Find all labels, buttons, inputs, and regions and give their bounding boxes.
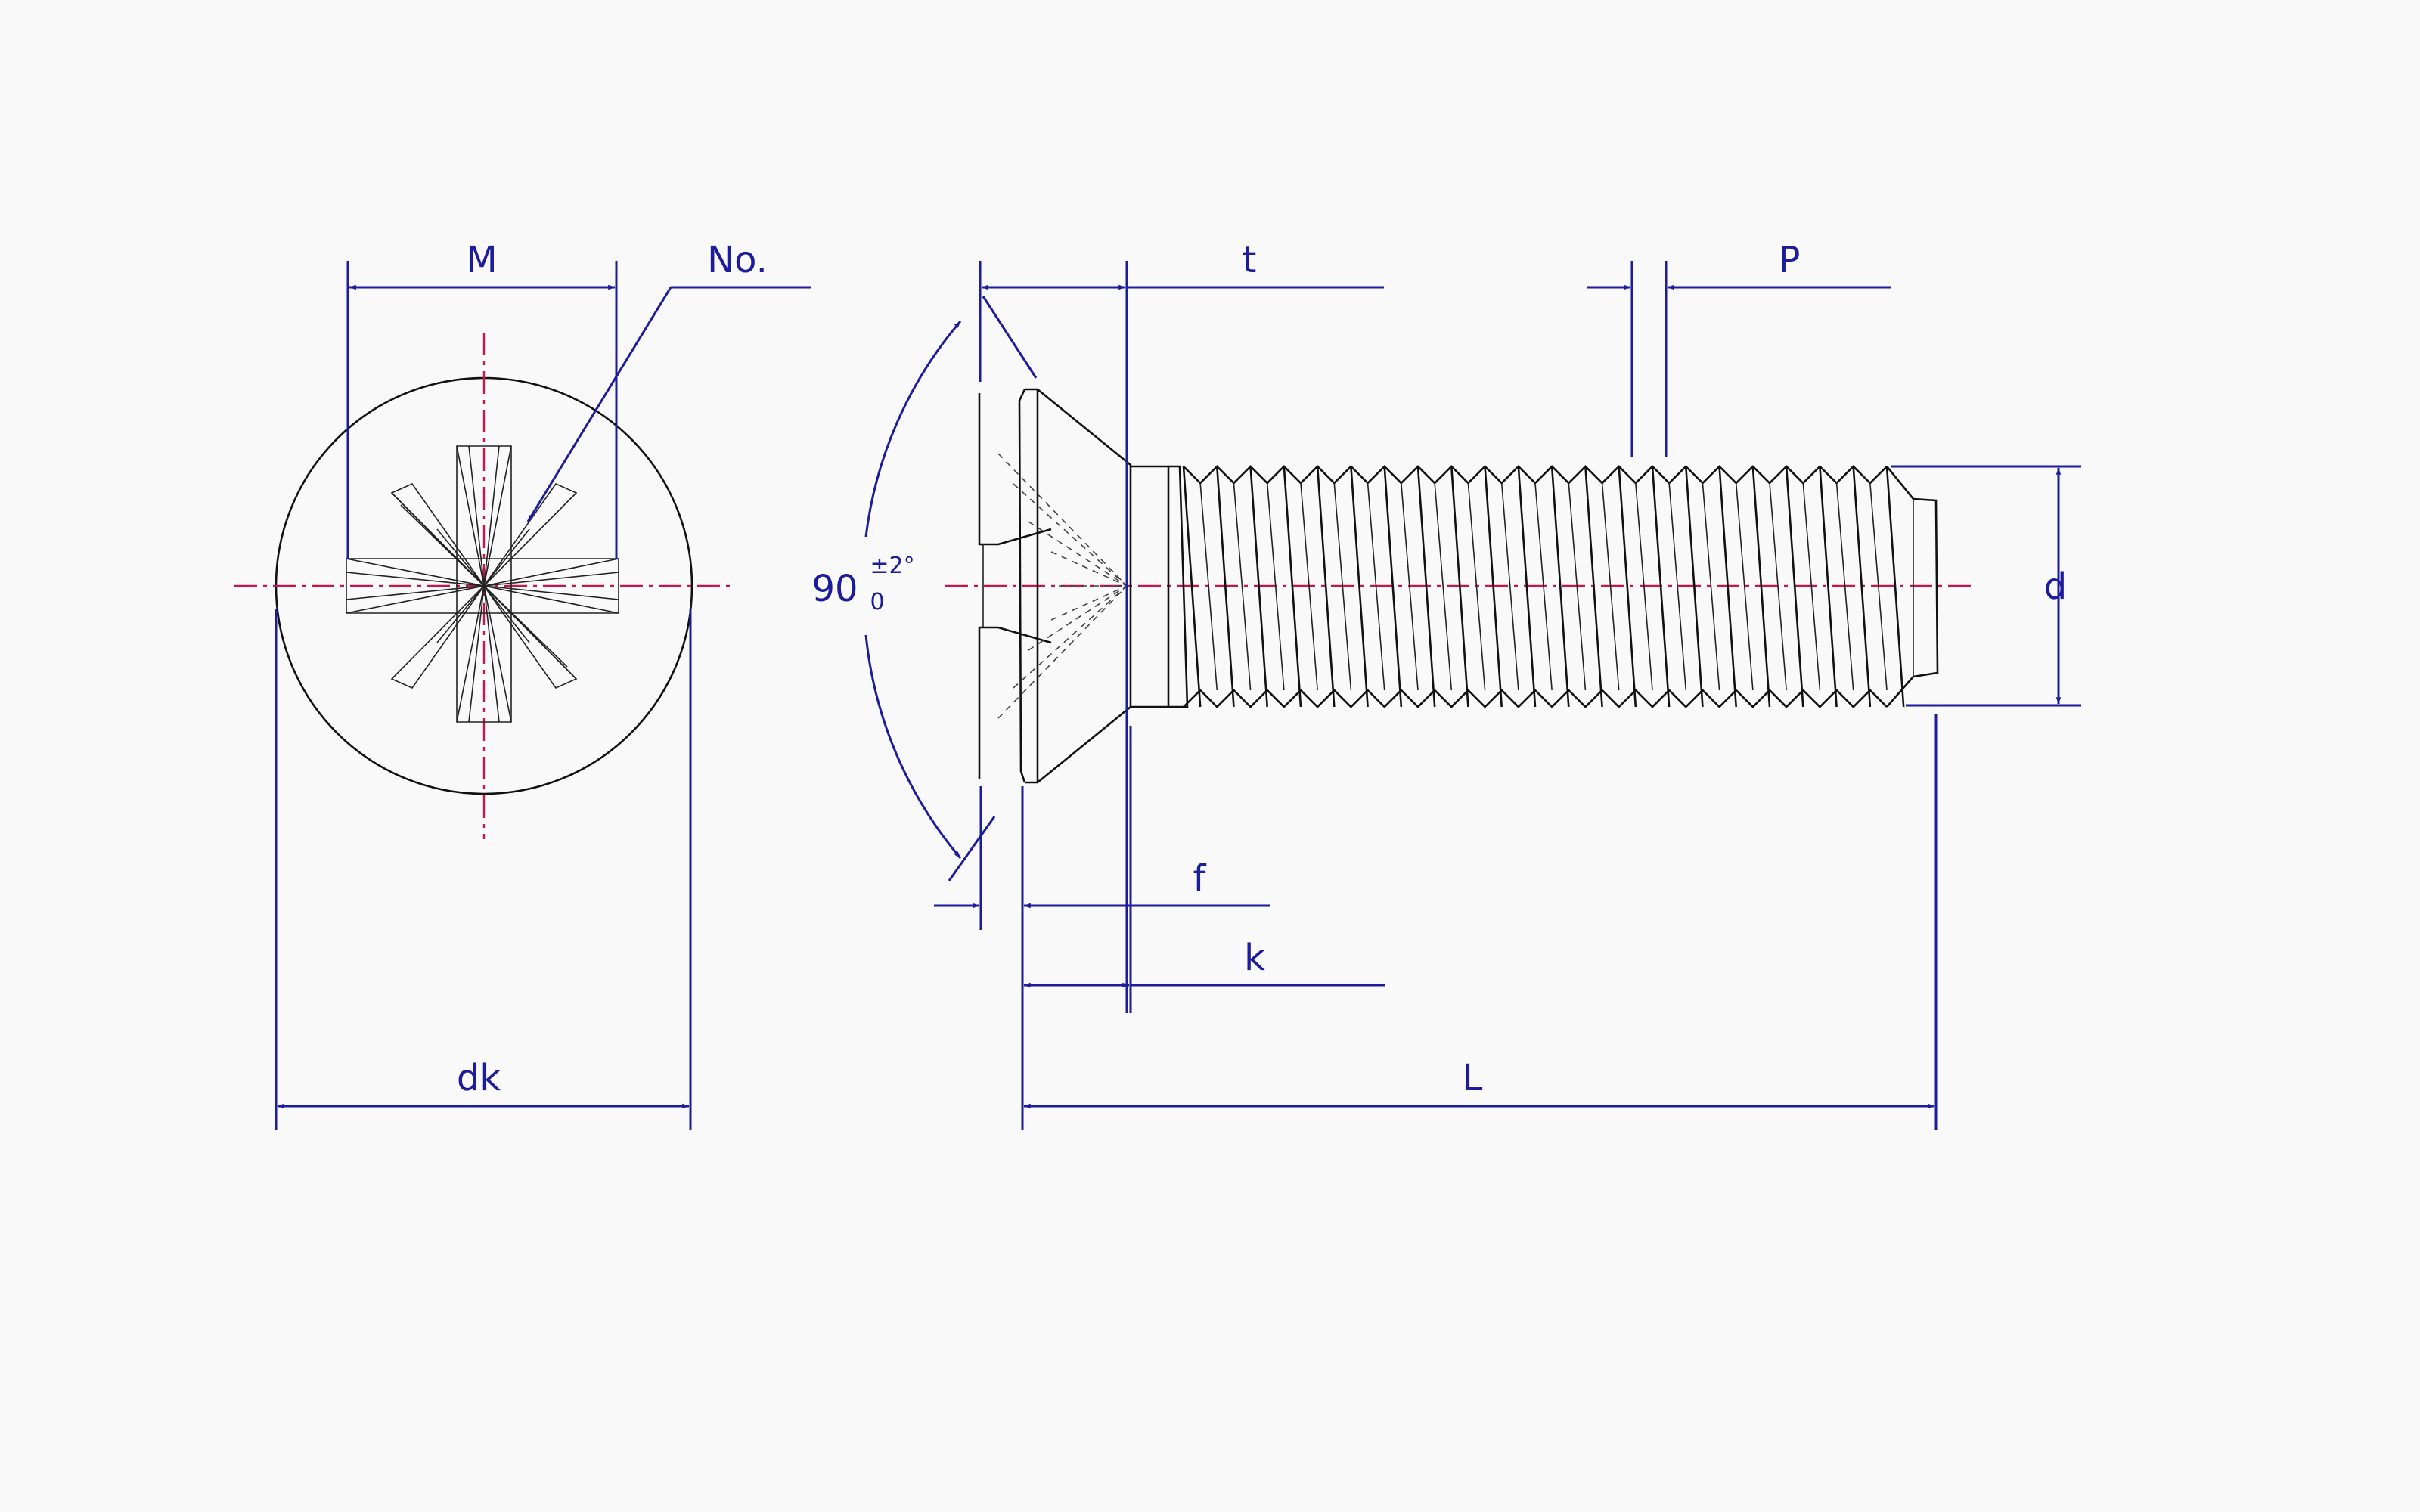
thread-root-line (1534, 482, 1553, 691)
dimension-dk: dk (275, 609, 692, 1130)
thread-root-line (1199, 482, 1218, 691)
dimension-l: L (1023, 714, 1938, 1130)
label-tolerance-lower: 0 (870, 589, 884, 615)
thread-root-line (1869, 482, 1888, 691)
thread-line (1182, 466, 1202, 708)
dimension-f: f (934, 786, 1270, 1130)
label-angle: 90 (811, 568, 858, 610)
dimension-d: d (1891, 465, 2081, 707)
thread-line (1450, 466, 1469, 708)
thread-line (1684, 466, 1704, 708)
thread-crest-top (1183, 465, 1888, 485)
label-m: M (466, 239, 497, 281)
thread-root-line (1769, 482, 1787, 691)
top-view: M No. dk (234, 239, 811, 1130)
thread-line (1618, 466, 1637, 708)
thread-line (1584, 466, 1603, 708)
thread-line (1517, 466, 1537, 708)
countersunk-head (978, 388, 1132, 784)
label-dk: dk (457, 1057, 501, 1099)
thread-root-line (1401, 482, 1419, 691)
thread-line (1718, 466, 1738, 708)
thread-line (1215, 466, 1235, 708)
thread-line (1383, 466, 1403, 708)
dimension-angle: 90 ±2° 0 (811, 296, 1038, 881)
thread-root-line (1300, 482, 1318, 691)
thread-root-line (1467, 482, 1486, 691)
thread-crest-bottom (1183, 689, 1888, 708)
dimension-m: M (346, 239, 618, 559)
thread-root-line (1802, 482, 1821, 691)
shank-neck (1131, 465, 1170, 708)
thread-root-line (1568, 482, 1587, 691)
thread-line (1484, 466, 1503, 708)
thread-line (1651, 466, 1671, 708)
label-no: No. (707, 239, 768, 281)
thread-line (1751, 466, 1771, 708)
thread-line (1316, 466, 1336, 708)
thread-line (1283, 466, 1302, 708)
thread-line (1819, 466, 1838, 708)
label-k: k (1244, 937, 1265, 979)
label-t: t (1243, 239, 1257, 281)
thread-root-line (1266, 482, 1285, 691)
thread-root-line (1434, 482, 1453, 691)
thread-root-line (1367, 482, 1385, 691)
thread-root-line (1668, 482, 1687, 691)
dimension-t: t (979, 239, 1384, 1013)
leader-no: No. (526, 239, 811, 522)
side-view: t P d 90 ±2° 0 (811, 239, 2081, 1130)
thread-line (1785, 466, 1804, 708)
thread-line (1416, 466, 1436, 708)
label-l: L (1463, 1057, 1483, 1099)
label-f: f (1193, 857, 1207, 900)
pozidriv-recess-icon (346, 445, 619, 723)
threaded-shank (1168, 465, 1939, 708)
label-d: d (2044, 565, 2067, 608)
thread-root-line (1601, 482, 1620, 691)
label-tolerance-upper: ±2° (870, 553, 914, 579)
dimension-p: P (1587, 239, 1891, 457)
thread-root-line (1702, 482, 1720, 691)
thread-line (1852, 466, 1872, 708)
thread-root-line (1333, 482, 1352, 691)
thread-root-line (1835, 482, 1854, 691)
thread-root-line (1735, 482, 1754, 691)
dimension-k: k (1023, 726, 1385, 1013)
thread-root-line (1500, 482, 1519, 691)
label-p: P (1779, 239, 1801, 281)
thread-line (1885, 466, 1905, 708)
thread-root-line (1635, 482, 1653, 691)
thread-line (1550, 466, 1570, 708)
thread-root-line (1233, 482, 1252, 691)
thread-line (1249, 466, 1269, 708)
thread-line (1350, 466, 1369, 708)
